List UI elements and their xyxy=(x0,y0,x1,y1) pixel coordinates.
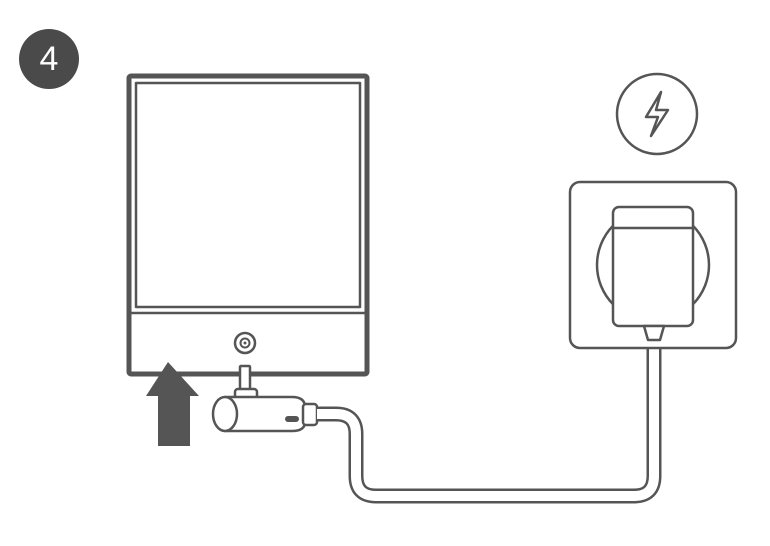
device xyxy=(126,73,370,377)
step-number-badge: 4 xyxy=(19,29,79,89)
up-arrow-icon xyxy=(146,362,199,446)
device-screen xyxy=(134,81,362,309)
dc-power-port xyxy=(233,331,257,355)
lightning-bolt-icon xyxy=(615,72,699,156)
dc-plug xyxy=(211,364,319,433)
power-adapter xyxy=(611,205,695,342)
adapter-body xyxy=(611,205,695,328)
step-number: 4 xyxy=(39,40,59,78)
cable-fill xyxy=(317,324,659,501)
adapter-strain-relief xyxy=(642,324,666,342)
